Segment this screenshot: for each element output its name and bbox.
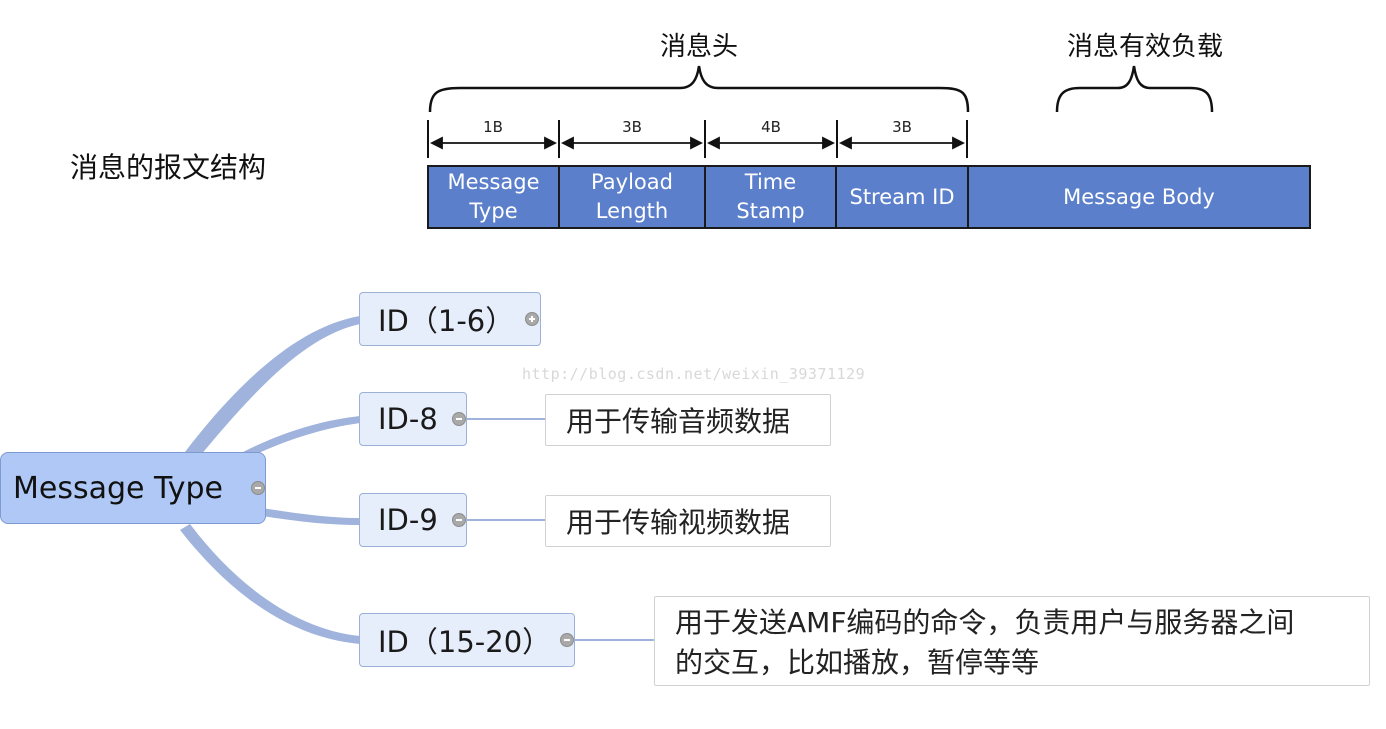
desc-audio[interactable]: 用于传输音频数据 xyxy=(545,394,831,446)
field-time-stamp: Time Stamp xyxy=(704,165,837,229)
field-size-3: 4B xyxy=(761,118,781,136)
size-ticks xyxy=(427,120,968,158)
field-size-1: 1B xyxy=(483,118,503,136)
structure-title: 消息的报文结构 xyxy=(70,151,267,184)
header-brace xyxy=(428,65,970,113)
mindmap-root[interactable]: Message Type xyxy=(0,452,266,524)
payload-brace xyxy=(1055,65,1214,113)
node-id-9-collapse-toggle[interactable] xyxy=(452,513,466,527)
desc-video[interactable]: 用于传输视频数据 xyxy=(545,495,831,547)
message-header-label: 消息头 xyxy=(659,32,738,62)
node-id-9[interactable]: ID-9 xyxy=(359,493,467,547)
watermark: http://blog.csdn.net/weixin_39371129 xyxy=(522,365,866,383)
branch-1 xyxy=(185,316,360,456)
branch-4 xyxy=(180,524,360,644)
field-stream-id: Stream ID xyxy=(835,165,969,229)
field-payload-length: Payload Length xyxy=(558,165,706,229)
mindmap-branches xyxy=(180,316,360,644)
field-size-2: 3B xyxy=(622,118,642,136)
field-size-4: 3B xyxy=(892,118,912,136)
branch-3 xyxy=(262,508,360,525)
node-id-15-20[interactable]: ID（15-20） xyxy=(359,613,575,667)
branch-2 xyxy=(235,416,360,458)
node-id-15-20-collapse-toggle[interactable] xyxy=(560,633,574,647)
field-message-type: Message Type xyxy=(427,165,560,229)
payload-label: 消息有效负载 xyxy=(1066,32,1223,62)
root-collapse-toggle[interactable] xyxy=(251,481,265,495)
node-id-1-6-expand-toggle[interactable] xyxy=(525,312,539,326)
description-connectors xyxy=(466,418,655,641)
node-id-8-collapse-toggle[interactable] xyxy=(452,412,466,426)
field-message-body: Message Body xyxy=(967,165,1311,229)
node-id-1-6[interactable]: ID（1-6） xyxy=(359,292,541,346)
node-id-8[interactable]: ID-8 xyxy=(359,392,467,446)
size-arrows xyxy=(429,136,966,150)
desc-amf-command[interactable]: 用于发送AMF编码的命令，负责用户与服务器之间 的交互，比如播放，暂停等等 xyxy=(654,596,1370,686)
